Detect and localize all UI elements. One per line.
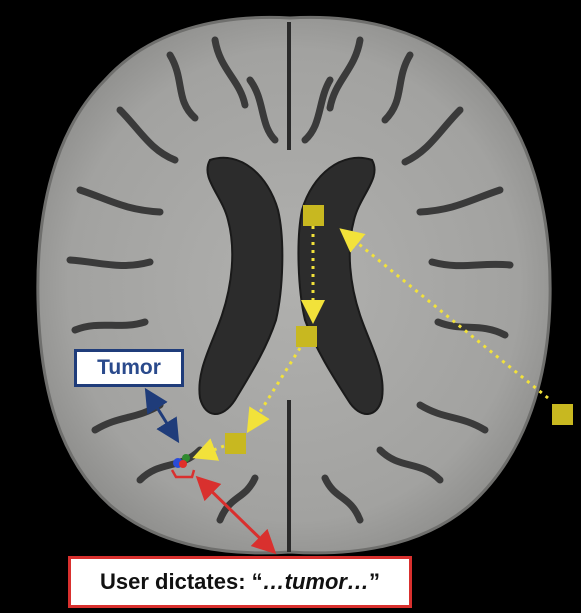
fixation-3 [225,433,246,454]
brain-slice [38,17,550,552]
dictation-term: …tumor… [263,569,369,595]
fixation-2 [296,326,317,347]
brain-outline [38,17,550,552]
dictation-box: User dictates: “…tumor…” [68,556,412,608]
tumor-label-text: Tumor [97,356,161,380]
fixation-4 [552,404,573,425]
tumor-label: Tumor [74,349,184,387]
fixation-1 [303,205,324,226]
dictation-prefix: User dictates: “ [100,569,263,595]
dictation-suffix: ” [369,569,380,595]
